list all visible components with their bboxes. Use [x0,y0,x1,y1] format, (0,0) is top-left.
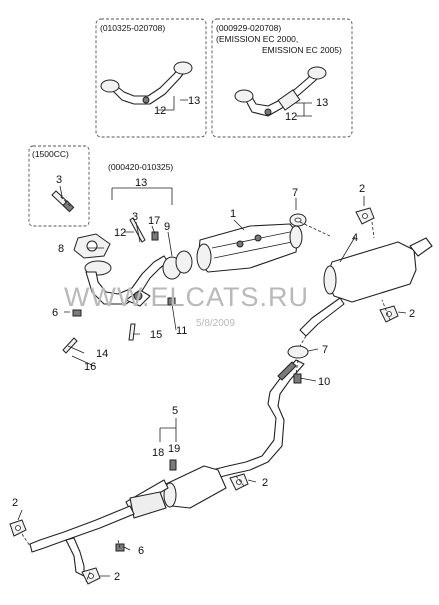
callout-6: 6 [52,307,58,319]
callout-19: 19 [168,443,180,455]
callout-12: 12 [114,227,126,239]
callout-5: 5 [172,405,178,417]
callout-14: 14 [96,348,108,360]
dashed-guides-2 [59,195,331,237]
callout-4: 4 [352,232,358,244]
inset-code-1500cc: (1500CC) [32,149,69,159]
inset-box-1500cc [28,145,90,227]
callout-6: 6 [138,545,144,557]
callout-17: 17 [148,215,160,227]
callout-15: 15 [150,329,162,341]
bolt-10 [293,373,302,384]
front-exhaust-pipe [84,255,182,307]
callout-2: 2 [12,497,18,509]
callout-1: 1 [230,208,236,220]
callout-10: 10 [318,376,330,388]
hanger-2-bottom [81,567,101,585]
callout-2: 2 [262,477,268,489]
inset2-front-pipe [234,66,327,117]
callout-3: 3 [56,174,62,186]
watermark-site: WWW.ELCATS.RU [64,282,309,312]
center-pipe [211,359,305,479]
callout-9: 9 [164,221,170,233]
callout-3: 3 [132,211,138,223]
inset-note-emission-2: EMISSION EC 2005) [262,45,342,55]
callout-18: 18 [152,447,164,459]
inset-code-000420: (000420-010325) [108,162,173,172]
dashed-guides [21,221,391,583]
hanger-2-upper [355,207,375,225]
gasket-7-lower [287,345,309,359]
callout-7: 7 [292,187,298,199]
gasket-flange-8 [73,233,111,259]
callout-12: 12 [285,111,297,123]
callout-2: 2 [359,183,365,195]
rear-muffler-4 [299,237,433,337]
callout-11: 11 [176,325,187,337]
callout-7: 7 [322,344,328,356]
callout-13: 13 [316,97,328,109]
watermark-date: 5/8/2009 [196,318,235,329]
callout-12: 12 [154,105,166,117]
inset-code-000929: (000929-020708) [216,23,281,33]
callout-8: 8 [58,243,64,255]
inset-note-emission-1: (EMISSION EC 2000, [216,34,298,44]
hanger-2-left [9,519,27,537]
gasket-9 [175,250,193,274]
inset1-front-pipe [100,61,193,105]
leader-lines [17,96,407,577]
hanger-2-rear [379,305,399,323]
callout-2: 2 [409,308,415,320]
inset-box-000929 [211,18,353,138]
inset-code-010325: (010325-020708) [100,23,165,33]
callout-13: 13 [188,95,200,107]
center-muffler-5 [125,465,227,519]
inset-box-010325 [95,18,207,138]
gasket-7-upper [289,213,307,227]
callout-16: 16 [84,361,96,373]
inset3-bolt [51,190,75,213]
callout-13: 13 [135,177,147,189]
catalytic-converter-1 [196,223,303,273]
bolt-19-18 [169,459,177,471]
front-lower-pipe [29,505,135,577]
hanger-2-center [229,473,249,491]
callout-2: 2 [114,571,120,583]
